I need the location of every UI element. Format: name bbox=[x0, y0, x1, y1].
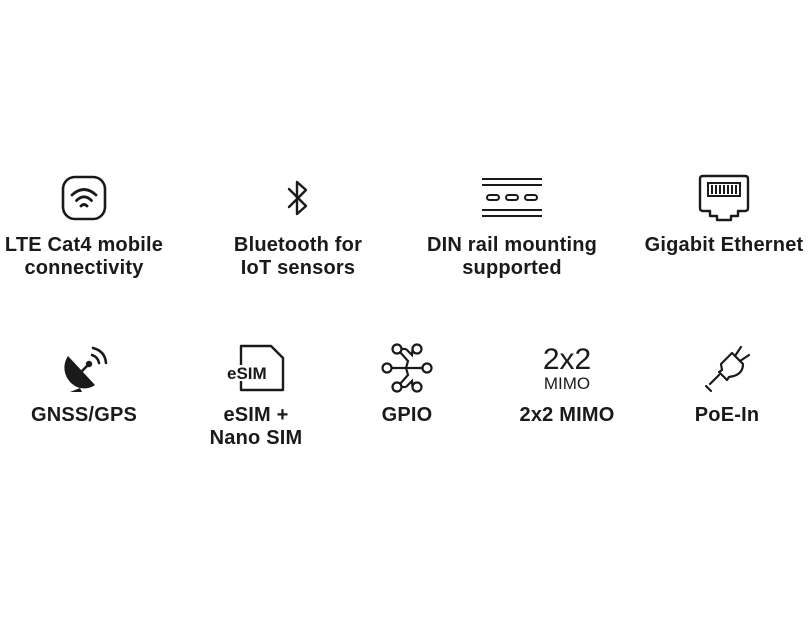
din-rail-icon bbox=[412, 170, 612, 226]
feature-label: DIN rail mounting supported bbox=[426, 234, 598, 279]
mimo-icon-top-text: 2x2 bbox=[543, 343, 591, 376]
feature-poe: PoE-In bbox=[627, 340, 812, 427]
feature-ethernet: Gigabit Ethernet bbox=[624, 170, 812, 257]
feature-gpio: GPIO bbox=[307, 340, 507, 427]
esim-card-icon: eSIM bbox=[156, 340, 356, 396]
bluetooth-icon bbox=[198, 170, 398, 226]
feature-label: GPIO bbox=[381, 404, 433, 426]
feature-label: 2x2 MIMO bbox=[519, 404, 615, 426]
feature-label: Bluetooth for IoT sensors bbox=[233, 234, 363, 279]
esim-icon-text: eSIM bbox=[227, 364, 267, 383]
feature-label: PoE-In bbox=[694, 404, 760, 426]
feature-gnss: GNSS/GPS bbox=[0, 340, 184, 427]
mimo-icon: 2x2 MIMO bbox=[467, 340, 667, 396]
mimo-icon-bottom-text: MIMO bbox=[544, 374, 590, 393]
feature-din-rail: DIN rail mounting supported bbox=[412, 170, 612, 280]
wifi-signal-icon bbox=[0, 170, 184, 226]
gpio-circuit-icon bbox=[307, 340, 507, 396]
power-plug-icon bbox=[627, 340, 812, 396]
feature-lte: LTE Cat4 mobile connectivity bbox=[0, 170, 184, 280]
feature-label: LTE Cat4 mobile connectivity bbox=[4, 234, 164, 279]
ethernet-port-icon bbox=[624, 170, 812, 226]
feature-label: Gigabit Ethernet bbox=[644, 234, 804, 256]
feature-label: GNSS/GPS bbox=[30, 404, 138, 426]
feature-label: eSIM + Nano SIM bbox=[209, 404, 303, 449]
feature-esim: eSIM eSIM + Nano SIM bbox=[156, 340, 356, 450]
feature-bluetooth: Bluetooth for IoT sensors bbox=[198, 170, 398, 280]
satellite-dish-icon bbox=[0, 340, 184, 396]
feature-mimo: 2x2 MIMO 2x2 MIMO bbox=[467, 340, 667, 427]
